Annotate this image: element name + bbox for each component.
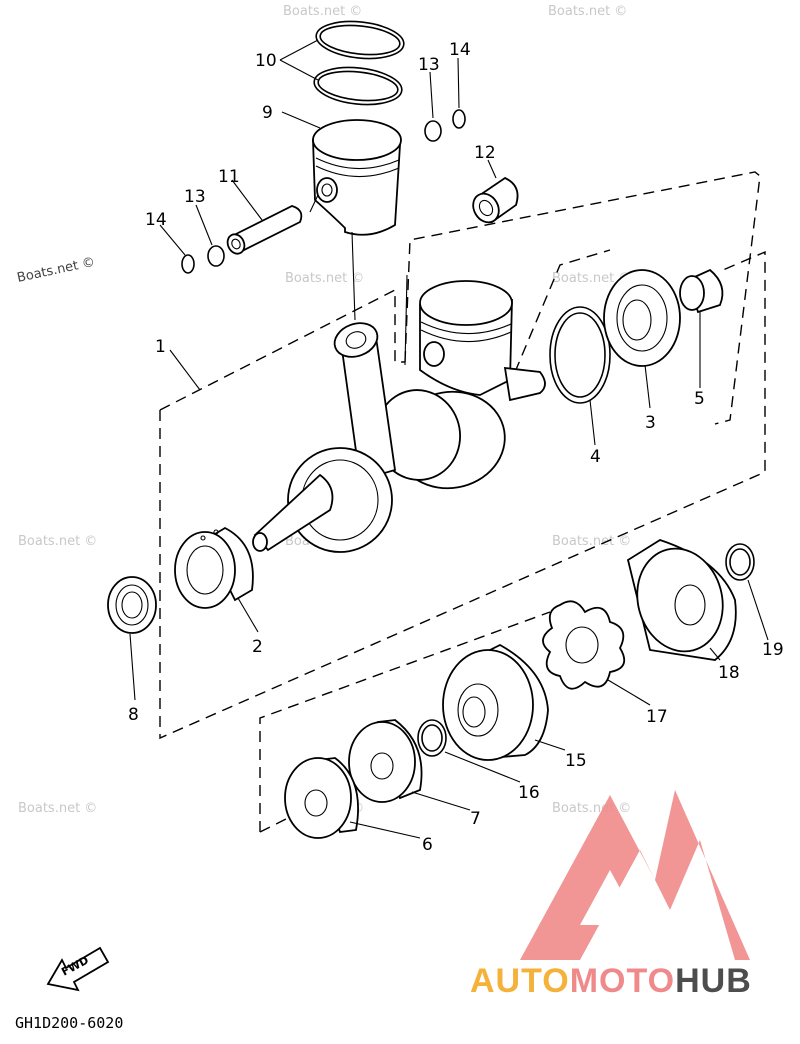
logo-wordmark: AUTOMOTOHUB [470,962,752,1000]
callout-3: 3 [645,413,656,433]
logo-moto: MOTO [570,962,675,1000]
callout-18: 18 [718,663,740,683]
logo-triangle-mark [520,790,750,960]
coupler-15 [442,643,549,761]
callout-15: 15 [565,751,587,771]
watermark: Boats.net © [552,271,631,286]
watermark: Boats.net © [18,534,97,549]
watermark: Boats.net © [548,4,627,19]
callout-16: 16 [518,783,540,803]
leader-lines [129,39,769,839]
piston-rings [313,20,405,106]
callout-8: 8 [128,705,139,725]
fwd-arrow: FWD [46,946,110,992]
piston-lower [419,280,513,396]
piston-top [309,119,402,236]
crankshaft-assembly-outline-top [159,288,405,411]
watermark: Boats.net © [285,271,364,286]
callout-19: 19 [762,640,784,660]
drawing-code: GH1D200-6020 [15,1014,123,1032]
o-ring-19 [725,543,755,581]
piston-assembly-outline [404,171,761,425]
callout-1: 1 [155,337,166,357]
needle-bearing [472,176,519,224]
watermark: Boats.net © [283,4,362,19]
callout-11: 11 [218,167,240,187]
automotohub-logo: AUTOMOTOHUB [470,790,752,1000]
callout-17: 17 [646,707,668,727]
watermark: Boats.net © [552,534,631,549]
bearing-3 [603,269,681,367]
callout-6: 6 [422,835,433,855]
logo-auto: AUTO [470,962,570,1000]
callout-5: 5 [694,389,705,409]
callout-12: 12 [474,143,496,163]
callout-4: 4 [590,447,601,467]
logo-hub: HUB [675,962,752,1000]
callout-2: 2 [252,637,263,657]
callout-7: 7 [470,809,481,829]
crankshaft-assembly-outline [159,250,766,740]
watermark: Boats.net © [18,801,97,816]
damper [542,600,626,690]
piston-assembly-link [514,249,611,373]
coupler-half [626,539,737,661]
circlip-ring [549,306,611,404]
collar [679,268,724,314]
callout-9: 9 [262,103,273,123]
callouts: 10 9 13 14 12 11 13 14 1 2 8 4 3 5 19 18… [128,40,784,855]
clips [181,109,466,274]
bearing-2 [174,526,254,609]
callout-10: 10 [255,51,277,71]
oil-seal [107,576,157,634]
o-ring-16 [417,719,447,757]
watermark: Boats.net © [16,255,97,286]
callout-13: 13 [418,55,440,75]
washer [284,757,359,839]
crankshaft [252,322,546,553]
callout-14b: 14 [145,210,167,230]
spacer [348,719,423,803]
callout-13b: 13 [184,187,206,207]
piston-pin [226,205,303,255]
callout-14: 14 [449,40,471,60]
